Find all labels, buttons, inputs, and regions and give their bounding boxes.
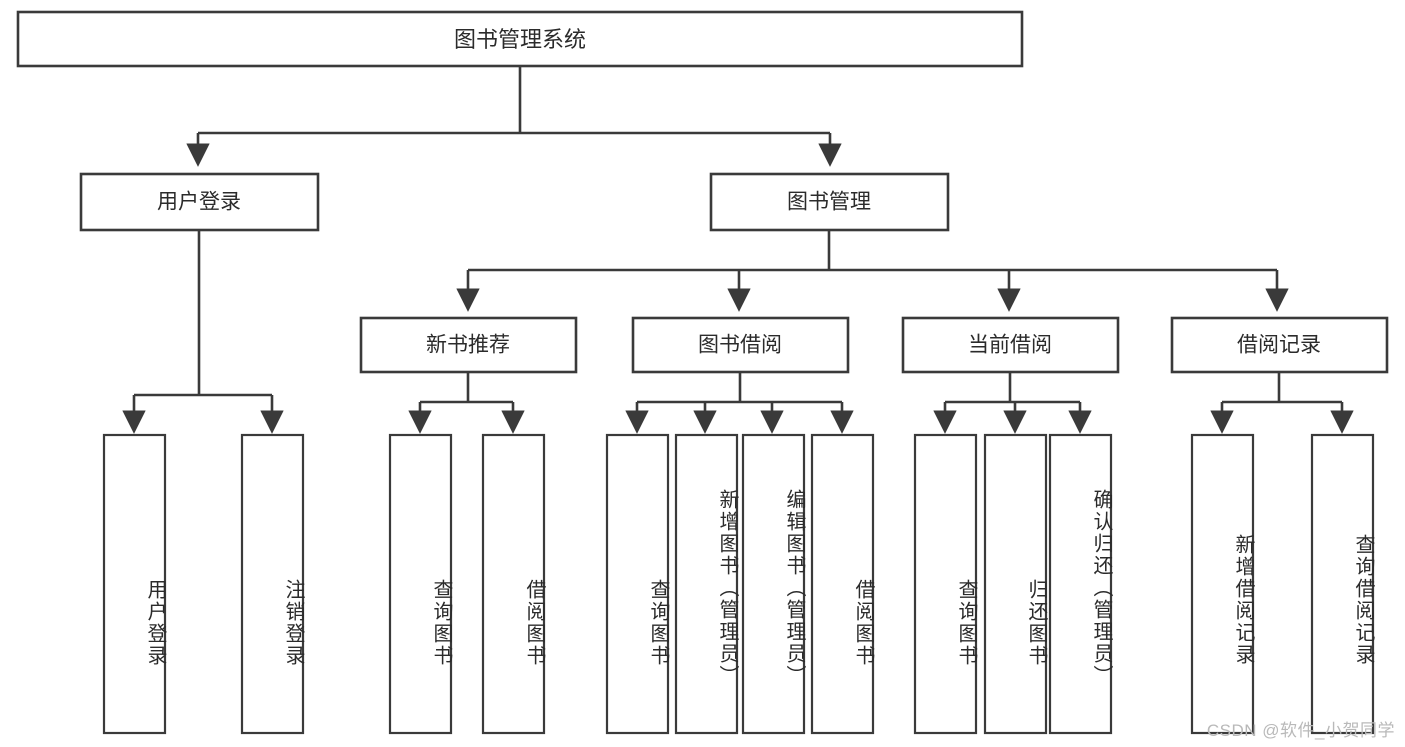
leaf-boxes — [102, 433, 1375, 735]
leaf-box-borrow-book-1[interactable] — [481, 433, 546, 735]
connector-book-manage-group — [456, 230, 1289, 312]
connector-current-borrow-group — [933, 372, 1092, 434]
node-book-manage[interactable]: 图书管理 — [709, 172, 950, 232]
leaf-box-query-book-2[interactable] — [605, 433, 670, 735]
node-current-borrow[interactable]: 当前借阅 — [901, 316, 1120, 374]
node-current-borrow-label: 当前借阅 — [968, 334, 1052, 357]
node-root-box — [16, 10, 1024, 68]
node-book-manage-box — [709, 172, 950, 232]
leaf-box-user-logout[interactable] — [240, 433, 305, 735]
node-book-borrow[interactable]: 图书借阅 — [631, 316, 850, 374]
leaf-box-add-record[interactable] — [1190, 433, 1255, 735]
node-user-login-label: 用户登录 — [157, 191, 241, 214]
node-new-book-recommend-label: 新书推荐 — [426, 334, 510, 357]
leaf-box-return-book[interactable] — [983, 433, 1048, 735]
leaf-box-query-book-3[interactable] — [913, 433, 978, 735]
node-new-book-recommend-box — [359, 316, 578, 374]
node-user-login[interactable]: 用户登录 — [79, 172, 320, 232]
csdn-watermark: CSDN @软件_小贺同学 — [1206, 721, 1395, 740]
node-borrow-record[interactable]: 借阅记录 — [1170, 316, 1389, 374]
leaf-box-borrow-book-2[interactable] — [810, 433, 875, 735]
node-root-label: 图书管理系统 — [454, 27, 586, 52]
node-book-borrow-box — [631, 316, 850, 374]
connector-borrow-record-group — [1210, 372, 1354, 434]
leaf-box-query-book-1[interactable] — [388, 433, 453, 735]
node-current-borrow-box — [901, 316, 1120, 374]
leaf-box-add-book[interactable] — [674, 433, 739, 735]
leaf-box-edit-book[interactable] — [741, 433, 806, 735]
connector-new-book-group — [408, 372, 525, 434]
node-new-book-recommend[interactable]: 新书推荐 — [359, 316, 578, 374]
node-root[interactable]: 图书管理系统 — [16, 10, 1024, 68]
connector-root-group — [186, 66, 842, 167]
node-book-manage-label: 图书管理 — [787, 191, 871, 214]
node-book-borrow-label: 图书借阅 — [698, 334, 782, 357]
connector-book-borrow-group — [625, 372, 854, 434]
node-borrow-record-box — [1170, 316, 1389, 374]
leaf-box-query-record[interactable] — [1310, 433, 1375, 735]
node-borrow-record-label: 借阅记录 — [1237, 334, 1321, 357]
leaf-box-user-login[interactable] — [102, 433, 167, 735]
connector-user-login-group — [122, 230, 284, 434]
leaf-box-confirm-return[interactable] — [1048, 433, 1113, 735]
